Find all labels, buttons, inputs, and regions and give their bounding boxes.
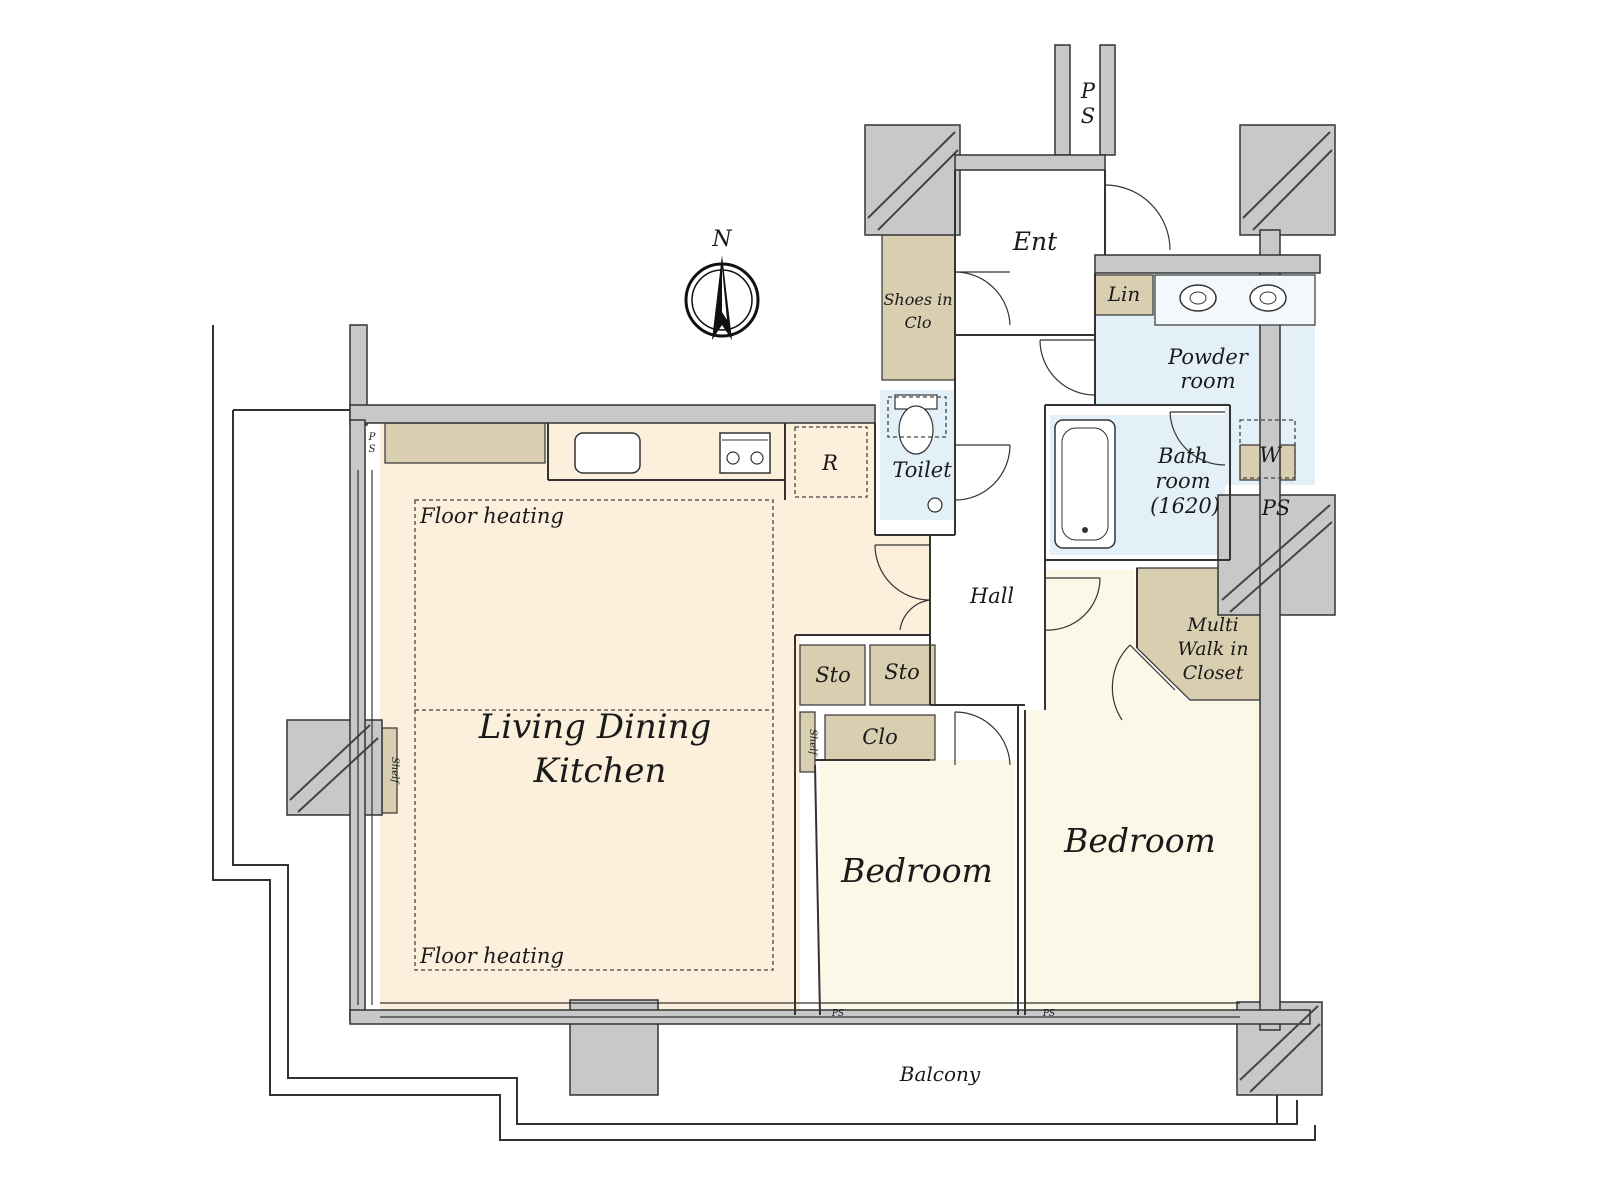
bathtub-icon <box>1054 419 1116 549</box>
labels: Living Dining Kitchen Floor heating Floo… <box>368 79 1291 1086</box>
bedroom-left-label: Bedroom <box>840 851 993 890</box>
balcony-label: Balcony <box>899 1062 981 1086</box>
column-hatch <box>289 131 1333 1093</box>
storage-2 <box>869 644 936 706</box>
shoes-closet-label-line2: Clo <box>905 313 932 332</box>
floor-drain-icon <box>927 497 943 513</box>
doors <box>874 184 1226 766</box>
windows <box>357 470 1240 1018</box>
ps-right-label: PS <box>1261 496 1291 520</box>
entrance-label: Ent <box>1012 227 1058 256</box>
storage-fills <box>381 229 1296 814</box>
refrigerator-label: R <box>821 451 838 475</box>
ldk-label-line2: Kitchen <box>533 751 667 791</box>
storage-2-label: Sto <box>884 660 919 684</box>
basin-icon <box>1179 284 1217 312</box>
washer-label: W <box>1259 443 1283 467</box>
bedroom-right-label: Bedroom <box>1063 821 1216 860</box>
sink-icon <box>574 432 641 474</box>
refrigerator-space <box>794 426 868 498</box>
linen-closet <box>1094 274 1154 316</box>
basin-icon <box>1249 284 1287 312</box>
door-bath <box>1169 411 1226 466</box>
door-ldk <box>874 544 931 601</box>
bath-label-line1: Bath <box>1157 444 1208 468</box>
bedroom-right-area <box>1025 570 1260 1015</box>
closet <box>824 714 936 761</box>
wic-label-line2: Walk in <box>1177 638 1248 660</box>
kitchen-fixtures <box>574 426 868 498</box>
shelf-1-box <box>799 711 816 773</box>
door-entrance <box>1104 184 1171 251</box>
ldk-area <box>380 420 930 1015</box>
wic-label-line1: Multi <box>1186 614 1238 636</box>
shoes-closet-label-line1: Shoes in <box>883 290 952 309</box>
ldk-label-line1: Living Dining <box>478 707 712 747</box>
ps-top-label-1: P <box>1080 79 1096 103</box>
ps-bedroom-right-label: PS <box>1042 1009 1055 1019</box>
walls <box>286 44 1336 1096</box>
ps-small-label-2: S <box>369 444 376 455</box>
shelf-1-label: Shelf <box>807 729 818 757</box>
door-toilet <box>954 444 1011 501</box>
ps-top-label-2: S <box>1081 104 1095 128</box>
door-bedroom-right <box>1044 577 1101 631</box>
counter-shelf <box>384 422 546 464</box>
bath-label-line3: (1620) <box>1150 494 1220 518</box>
door-ldk-2 <box>899 599 931 631</box>
vanity-counter <box>1154 274 1316 326</box>
bedroom-left-area <box>820 760 1015 1015</box>
ps-bedroom-left-label: PS <box>831 1009 844 1019</box>
partitions <box>547 170 1231 1016</box>
door-wic <box>1111 644 1176 721</box>
powder-room-label-line2: room <box>1180 369 1235 393</box>
shoes-closet <box>881 229 956 381</box>
compass-north-label: N <box>711 227 732 252</box>
bath-fixtures <box>887 274 1316 549</box>
stove-icon <box>719 432 771 474</box>
floor-heating-zones <box>414 499 774 971</box>
shelf-2-label: Shelf <box>389 757 400 785</box>
door-shoes <box>954 271 1011 326</box>
floor-heating-top-label: Floor heating <box>419 504 564 528</box>
hall-label: Hall <box>969 584 1014 608</box>
powder-room-label-line1: Powder <box>1167 345 1250 369</box>
door-powder <box>1039 339 1096 396</box>
storage-1-label: Sto <box>815 663 850 687</box>
floor-heating-bottom-label: Floor heating <box>419 944 564 968</box>
linen-label: Lin <box>1107 282 1141 306</box>
bath-label-line2: room <box>1155 469 1210 493</box>
door-bedroom-left <box>954 711 1011 766</box>
toilet-label: Toilet <box>892 458 952 482</box>
ps-small-label-1: P <box>368 432 376 443</box>
compass: N <box>684 227 760 340</box>
storage-1 <box>799 644 866 706</box>
wic-label-line3: Closet <box>1183 662 1244 684</box>
closet-label: Clo <box>862 725 897 749</box>
